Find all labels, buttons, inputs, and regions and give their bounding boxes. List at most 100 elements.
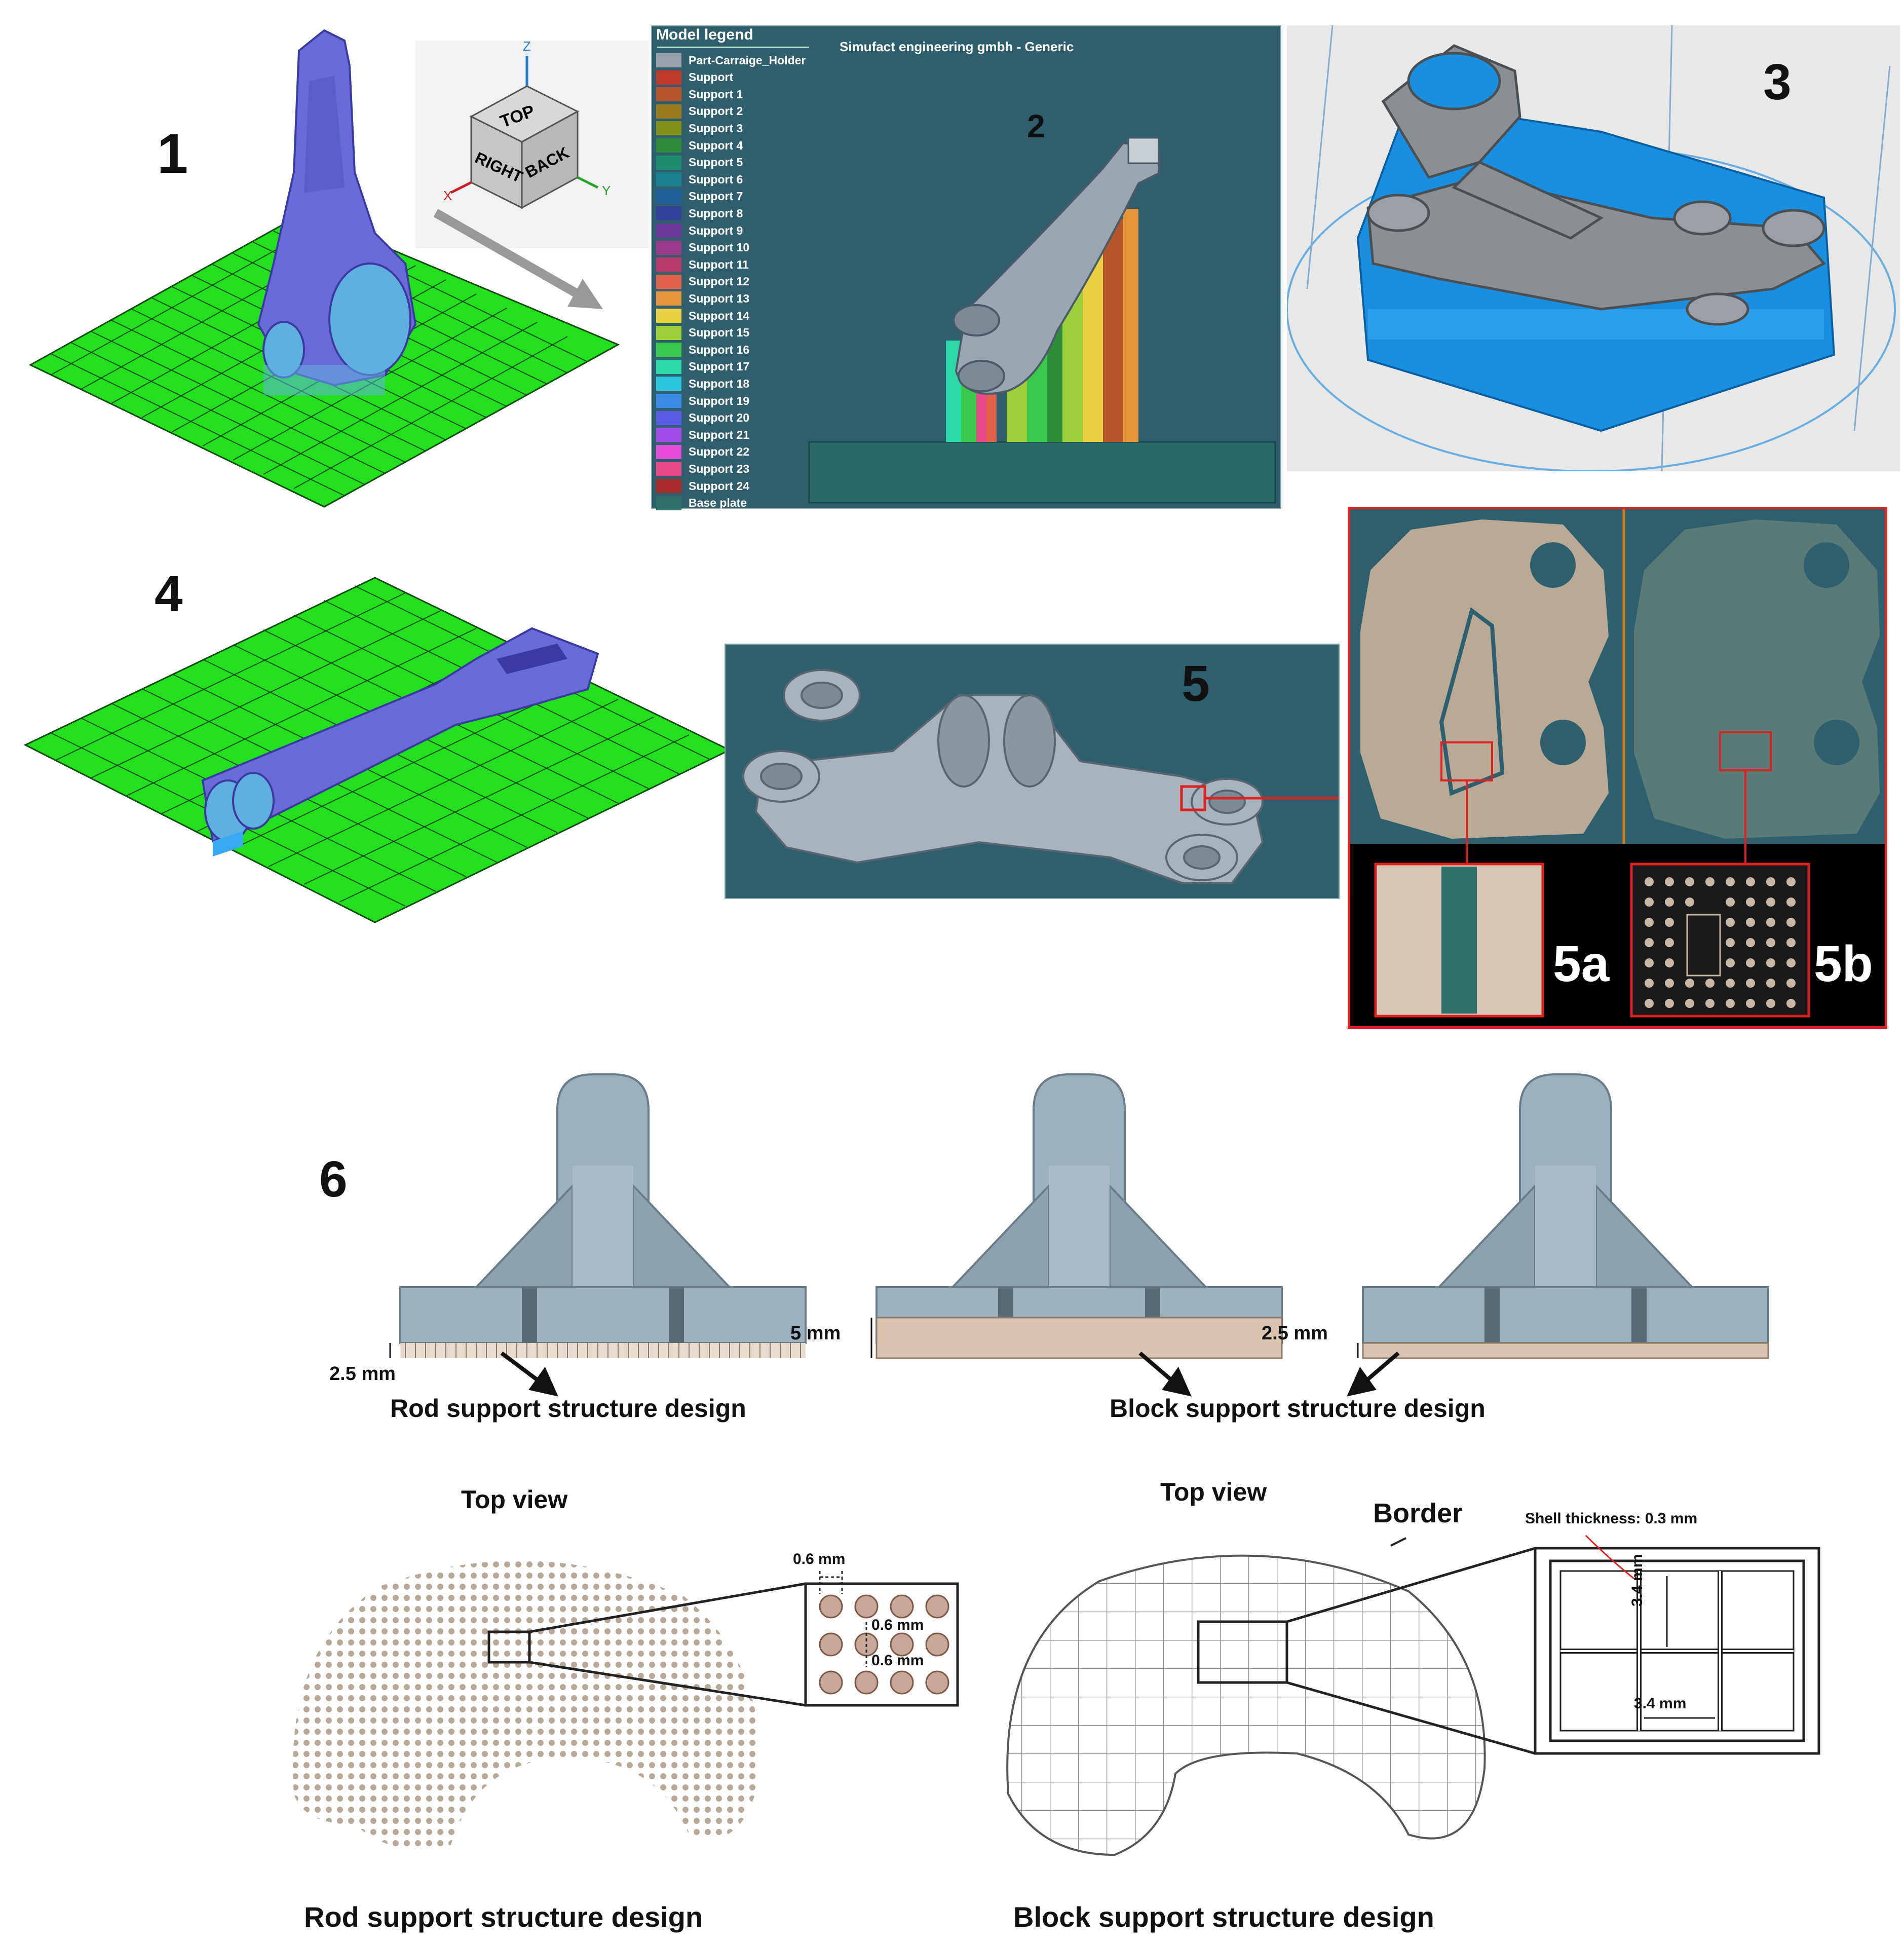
direction-arrow	[433, 209, 603, 309]
connecting-rod-lying	[201, 627, 599, 856]
caption-arrows	[500, 1351, 1400, 1397]
rod-top-view-shape	[293, 1560, 760, 1849]
carriage-holder-part	[953, 137, 1160, 395]
legend-swatch	[656, 104, 681, 119]
legend-swatch	[656, 343, 681, 357]
panel-label-1: 1	[157, 123, 188, 185]
base-plate	[808, 441, 1276, 504]
legend-item: Support 15	[656, 324, 749, 342]
legend-item: Support 1	[656, 86, 743, 103]
rod-gap-label-1: 0.6 mm	[871, 1617, 924, 1633]
legend-label: Support 16	[689, 343, 750, 356]
legend-item: Support 19	[656, 392, 749, 409]
legend-label: Support 11	[689, 257, 749, 271]
legend-item: Support 17	[656, 358, 749, 376]
panel-3: 3	[1286, 25, 1900, 472]
bracket-part-5	[742, 669, 1264, 884]
legend-label: Support 19	[689, 394, 750, 407]
legend-swatch	[656, 257, 681, 272]
panel-4: 4	[20, 557, 740, 932]
legend-label: Support 17	[689, 360, 750, 373]
caption-block-design: Block support structure design	[1110, 1394, 1486, 1423]
legend-item: Support 21	[656, 426, 749, 443]
panel-4-render	[23, 577, 732, 923]
legend-item: Support 5	[656, 154, 743, 171]
legend-swatch	[656, 428, 681, 442]
legend-label: Support 20	[689, 411, 750, 425]
top-view-right: Top view	[1160, 1478, 1267, 1506]
cell-width-label: 3.4 mm	[1634, 1695, 1687, 1712]
legend-label: Support 3	[689, 121, 743, 135]
border-label: Border	[1373, 1498, 1463, 1528]
legend-swatch	[656, 496, 681, 510]
legend-label: Support 18	[689, 377, 750, 390]
legend-swatch	[656, 138, 681, 153]
panel-1-render: TOP RIGHT BACK Z X Y	[28, 29, 649, 508]
nozzle-block-5mm	[875, 1073, 1283, 1359]
dim-block-height: 5 mm	[790, 1323, 841, 1344]
legend-swatch	[656, 121, 681, 136]
legend-label: Support	[689, 70, 734, 84]
legend-item: Support 22	[656, 443, 749, 461]
axis-z-label: Z	[523, 39, 531, 54]
panel-5ab-render	[1350, 509, 1885, 1018]
legend-swatch	[656, 444, 681, 459]
legend-label: Support 12	[689, 275, 750, 288]
legend-swatch	[656, 291, 681, 306]
legend-label: Support 9	[689, 223, 743, 237]
legend-item: Base plate	[656, 495, 747, 512]
panel-2-header: Simufact engineering gmbh - Generic	[840, 39, 1074, 54]
legend-swatch	[656, 240, 681, 255]
panel-1: TOP RIGHT BACK Z X Y 1	[20, 20, 649, 522]
cell-height-label: 3.4 mm	[1629, 1554, 1646, 1606]
view-cube: TOP RIGHT BACK Z X Y	[415, 39, 649, 248]
legend-swatch	[656, 155, 681, 170]
legend-label: Support 7	[689, 190, 743, 203]
bracket-part	[1366, 44, 1826, 326]
block-zoom-box	[1534, 1535, 1820, 1755]
caption-rod-design: Rod support structure design	[390, 1394, 746, 1423]
legend-label: Support 4	[689, 138, 743, 152]
panel-label-5: 5	[1182, 655, 1210, 712]
block-top-view-shape	[1006, 1554, 1486, 1856]
panel-5ab: 5a 5b	[1348, 507, 1887, 1029]
legend-label: Support 23	[689, 462, 750, 475]
legend-item: Support 7	[656, 188, 743, 205]
legend-label: Support 21	[689, 428, 750, 441]
legend-label: Support 15	[689, 326, 750, 340]
inset-5b-dots	[1645, 877, 1796, 1008]
legend-label: Support 10	[689, 241, 750, 254]
legend-item: Support 18	[656, 375, 749, 392]
legend-item: Support 14	[656, 307, 749, 324]
legend-label: Support 22	[689, 445, 750, 459]
legend-title: Model legend	[656, 26, 753, 43]
legend-swatch	[656, 309, 681, 323]
legend-label: Support 2	[689, 104, 743, 118]
panel-3-render	[1286, 25, 1896, 472]
rod-spacing-label: 0.6 mm	[793, 1551, 846, 1567]
axis-y-label: Y	[602, 183, 611, 198]
panel-2-render	[808, 137, 1276, 504]
bottom-caption-rod: Rod support structure design	[304, 1901, 703, 1933]
legend-swatch	[656, 359, 681, 374]
dimension-markers	[389, 1318, 1359, 1358]
legend-label: Support 1	[689, 87, 743, 101]
panel-label-3: 3	[1763, 54, 1792, 110]
panel-label-6: 6	[319, 1151, 348, 1208]
legend-label: Support 13	[689, 291, 750, 305]
legend-swatch	[656, 53, 681, 67]
panel-label-5b: 5b	[1814, 936, 1873, 992]
legend-item: Support 6	[656, 171, 743, 188]
shell-thickness-label: Shell thickness: 0.3 mm	[1525, 1510, 1698, 1527]
legend-swatch	[656, 223, 681, 238]
legend-swatch	[656, 172, 681, 187]
top-views-render	[293, 1535, 1820, 1856]
rod-gap-label-2: 0.6 mm	[871, 1652, 924, 1669]
legend-label: Support 5	[689, 156, 743, 169]
panel-label-2: 2	[1027, 108, 1045, 144]
panel-label-4: 4	[155, 566, 183, 622]
slice-5b	[1634, 519, 1880, 864]
legend-swatch	[656, 70, 681, 85]
legend-item: Support 13	[656, 290, 749, 307]
